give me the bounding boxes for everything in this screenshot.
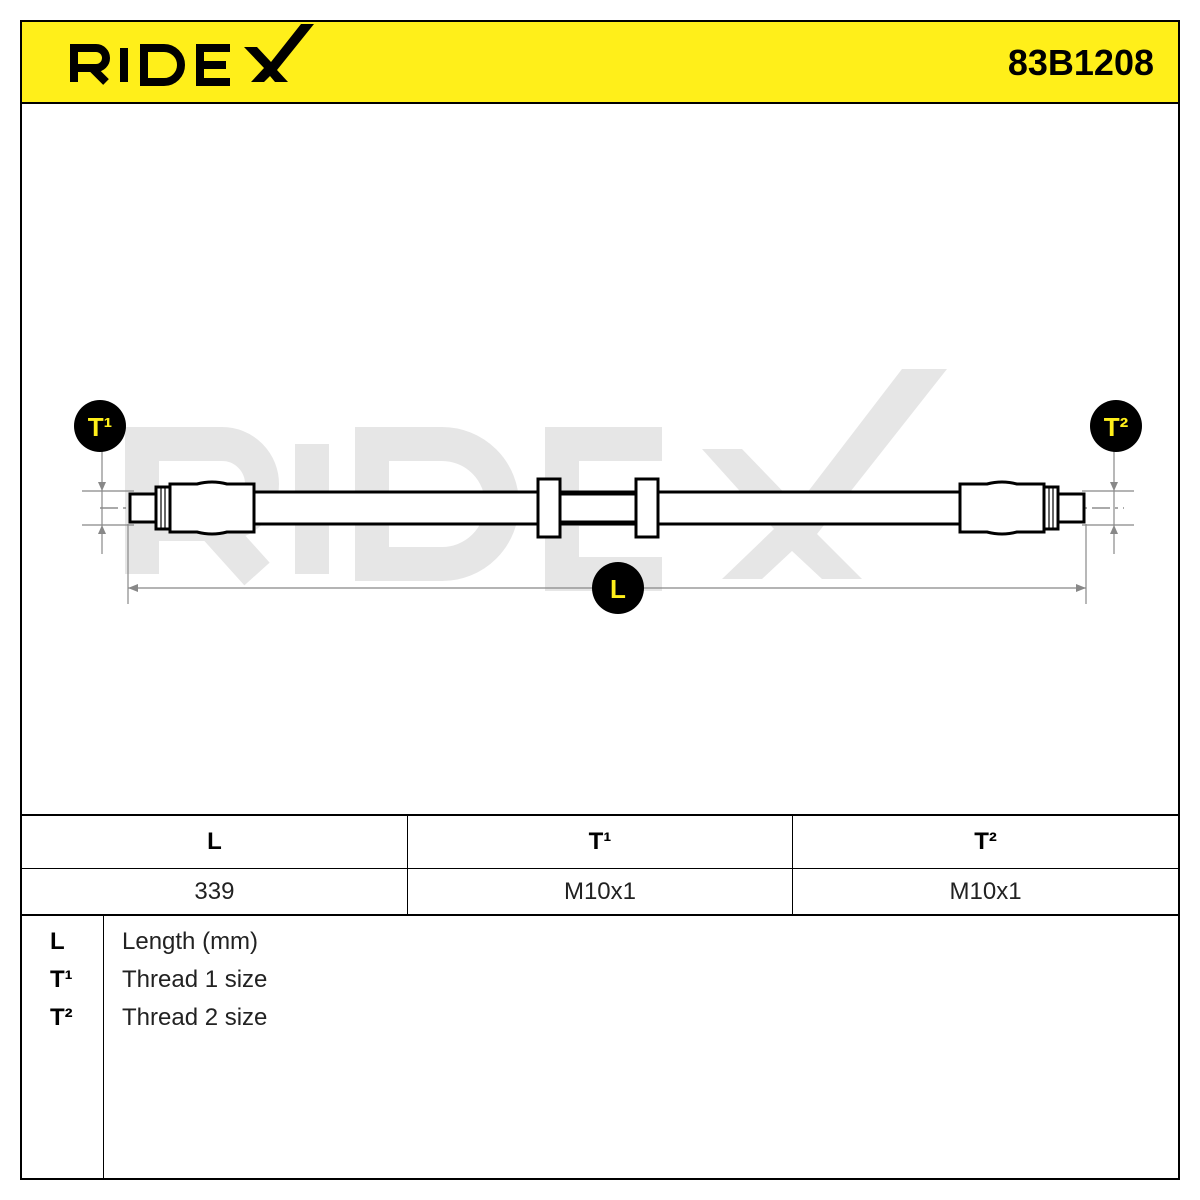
spec-table-value-row: 339 M10x1 M10x1 <box>22 868 1178 916</box>
spec-table-header-row: L T¹ T² <box>22 814 1178 869</box>
legend-key: L <box>50 928 65 955</box>
legend-description: Length (mm) <box>122 928 259 955</box>
length-marker-label: L <box>610 574 626 604</box>
header-bar: 83B1208 <box>22 22 1178 104</box>
value-thread-2: M10x1 <box>792 868 1178 916</box>
header-thread-1: T¹ <box>406 814 794 869</box>
ridex-logo <box>70 24 314 86</box>
hose-body <box>128 477 1086 539</box>
t2-dimension <box>1082 444 1134 554</box>
value-thread-1: M10x1 <box>406 868 794 916</box>
legend-key: T¹ <box>50 966 73 993</box>
legend: L Length (mm) T¹ Thread 1 size T² Thread… <box>22 914 1178 1178</box>
legend-divider <box>103 914 104 1178</box>
legend-description: Thread 2 size <box>122 1004 268 1031</box>
value-length: 339 <box>22 868 408 916</box>
hose-drawing: T¹ T² L <box>74 369 1142 614</box>
t1-dimension <box>82 444 134 554</box>
t1-marker-circle <box>74 400 126 452</box>
watermark-x <box>702 369 947 579</box>
legend-key: T² <box>50 1004 73 1031</box>
legend-row-thread-1: T¹ Thread 1 size <box>22 966 1178 1000</box>
spec-table: L T¹ T² 339 M10x1 M10x1 <box>22 814 1178 916</box>
legend-row-thread-2: T² Thread 2 size <box>22 1004 1178 1038</box>
header-length: L <box>22 814 408 869</box>
part-number: 83B1208 <box>1007 42 1154 83</box>
t2-marker-label: T² <box>1104 412 1129 442</box>
length-marker-circle <box>592 562 644 614</box>
spec-sheet: 83B1208 <box>20 20 1180 1180</box>
legend-row-length: L Length (mm) <box>22 928 1178 962</box>
legend-description: Thread 1 size <box>122 966 268 993</box>
t1-marker-label: T¹ <box>88 412 113 442</box>
header-thread-2: T² <box>792 814 1178 869</box>
t2-marker-circle <box>1090 400 1142 452</box>
